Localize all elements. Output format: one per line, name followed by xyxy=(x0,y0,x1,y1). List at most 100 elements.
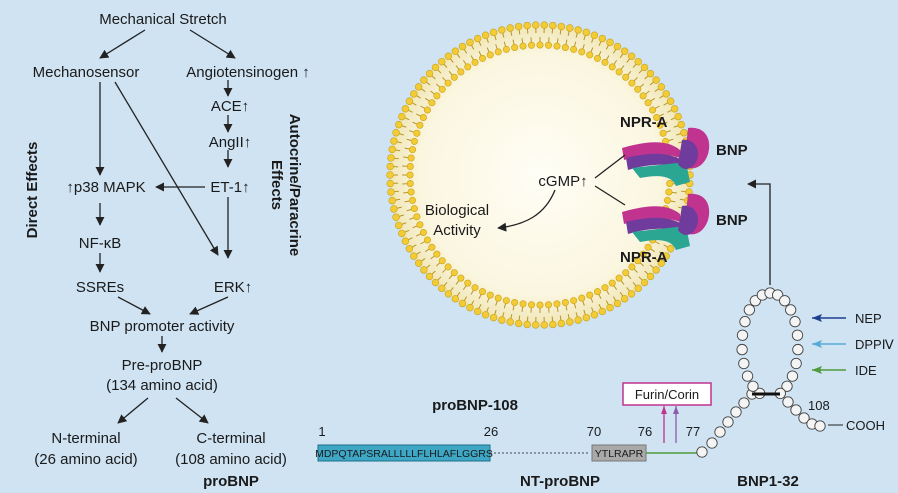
cterminal-label: C-terminal xyxy=(196,430,265,447)
amino-acid-bead xyxy=(790,404,802,416)
lipid-head xyxy=(536,301,544,309)
lipid-head xyxy=(408,196,416,204)
amino-acid-bead xyxy=(714,426,726,438)
lipid-head xyxy=(502,45,510,53)
cell-interior xyxy=(390,25,690,325)
lipid-head xyxy=(494,48,502,56)
lipid-head xyxy=(598,34,607,43)
lipid-head xyxy=(557,22,566,31)
lipid-head xyxy=(458,299,467,308)
lipid-head xyxy=(634,85,642,93)
lipid-head xyxy=(670,105,679,113)
lipid-head xyxy=(401,105,410,113)
lipid-head xyxy=(423,106,431,114)
mechanosensor-label: Mechanosensor xyxy=(33,64,140,81)
lipid-head xyxy=(608,63,616,71)
lipid-head xyxy=(622,269,630,277)
lipid-head xyxy=(502,297,510,305)
lipid-head xyxy=(431,63,440,72)
lipid-head xyxy=(634,284,642,293)
amino-acid-bead xyxy=(791,329,804,341)
lipid-head xyxy=(553,42,561,50)
lipid-head xyxy=(566,24,574,32)
lipid-head xyxy=(444,52,453,60)
lipid-head xyxy=(489,28,498,37)
lipid-head xyxy=(570,45,578,53)
amino-acid-bead xyxy=(730,406,742,418)
lipid-head xyxy=(628,79,636,87)
lipid-head xyxy=(586,51,594,59)
lipid-head xyxy=(401,237,410,245)
lipid-head xyxy=(523,320,531,329)
lipid-head xyxy=(680,129,688,137)
lipid-head xyxy=(664,196,672,204)
autocrine-label-line2: Effects xyxy=(268,160,285,210)
arrow-ssres-promoter xyxy=(117,296,151,315)
lipid-head xyxy=(471,58,479,66)
lipid-head xyxy=(622,73,630,81)
lipid-head xyxy=(646,272,655,281)
amino-acid-bead xyxy=(781,380,793,392)
lipid-head xyxy=(662,90,670,98)
lipid-head xyxy=(606,303,614,312)
bio-activity-label-2: Activity xyxy=(433,222,481,239)
lipid-head xyxy=(431,278,440,287)
lipid-head xyxy=(494,294,502,302)
lipid-head xyxy=(628,263,636,271)
lipid-head xyxy=(613,42,622,51)
lipid-head xyxy=(416,121,424,129)
direct-effects-label: Direct Effects xyxy=(24,142,41,239)
lipid-head xyxy=(566,318,574,326)
lipid-head xyxy=(438,284,446,293)
cgmp-arrows xyxy=(497,154,626,232)
pathway-labels: Mechanical Stretch Mechanosensor Angiote… xyxy=(33,11,310,490)
amino-acid-bead xyxy=(789,316,801,328)
lipid-head xyxy=(486,51,494,59)
lipid-head xyxy=(428,99,436,107)
lipid-head xyxy=(506,318,514,326)
lipid-head xyxy=(557,319,566,328)
lipid-head xyxy=(388,145,396,154)
lipid-head xyxy=(433,92,441,100)
lipid-head xyxy=(561,43,569,51)
probnp108-label: proBNP-108 xyxy=(432,397,518,414)
lipid-head xyxy=(387,154,395,162)
lipid-head xyxy=(420,76,428,84)
lipid-head xyxy=(390,137,398,145)
line-receptor-top-cgmp xyxy=(594,154,626,179)
lipid-head xyxy=(646,69,655,78)
cleavage-sequence-text: YTLRAPR xyxy=(595,448,644,460)
receptor-top-purple xyxy=(626,153,682,170)
amino-acid-bead xyxy=(736,343,748,356)
amino-acid-bead xyxy=(785,304,797,316)
lipid-head xyxy=(425,69,434,78)
lipid-head xyxy=(674,112,682,121)
lipid-head xyxy=(527,41,535,49)
arrow-erk-promoter xyxy=(189,296,229,315)
line-receptor-bottom-cgmp xyxy=(594,185,626,206)
signal-sequence-text: MDPQTAPSRALLLLLFLHLAFLGGRS xyxy=(315,448,493,460)
lipid-head xyxy=(438,57,446,66)
amino-acid-bead xyxy=(696,446,708,458)
lipid-head xyxy=(458,42,467,51)
lipid-head xyxy=(532,321,540,329)
lipid-head xyxy=(627,52,636,60)
lipid-head xyxy=(438,85,446,93)
lipid-head xyxy=(666,245,675,253)
lipid-head xyxy=(666,180,674,188)
lipid-head xyxy=(438,257,446,265)
lipid-head xyxy=(457,274,465,282)
enzyme-label: IDE xyxy=(855,363,877,378)
arrow-cgmp-bioactivity xyxy=(497,189,556,232)
lipid-head xyxy=(479,288,487,296)
receptor-top xyxy=(622,127,710,186)
lipid-head xyxy=(553,300,561,308)
amino-acid-bead xyxy=(779,295,791,307)
receptor-bottom xyxy=(622,193,710,250)
lipid-head xyxy=(593,288,601,296)
lipid-head xyxy=(657,259,666,267)
lipid-head xyxy=(627,290,636,298)
lipid-head xyxy=(386,162,394,171)
lipid-head xyxy=(506,24,514,32)
